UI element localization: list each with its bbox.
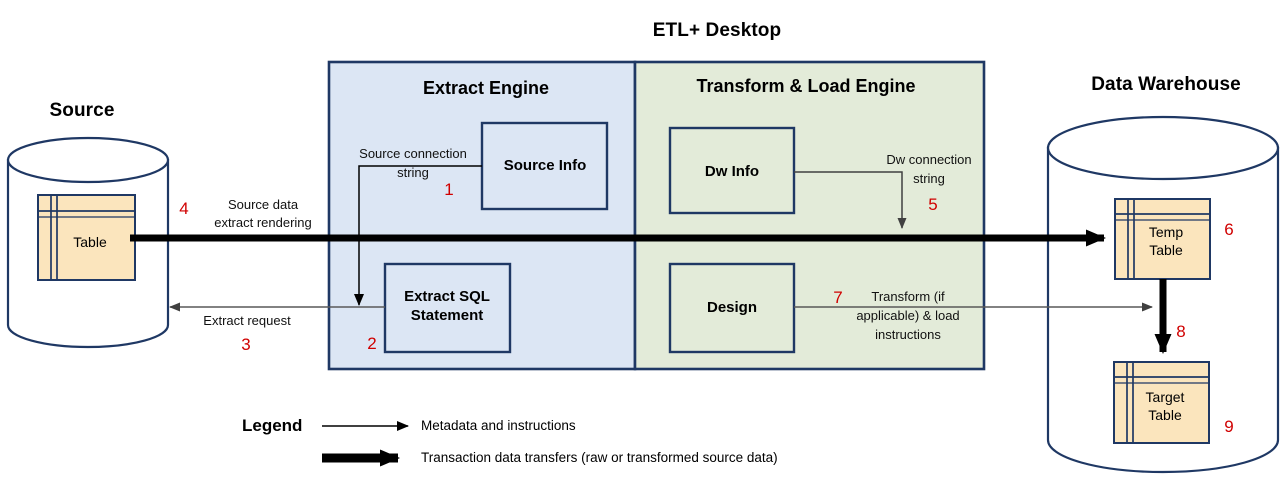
target-table-icon [1113,361,1210,444]
annotation-source-data-line2: extract rendering [214,215,312,230]
transform-load-engine-panel [633,60,986,371]
step-number-2: 2 [367,334,377,353]
temp-table-icon [1114,198,1211,280]
extract-sql-statement-box [383,262,512,354]
transform-load-engine-title: Transform & Load Engine [696,76,916,96]
connector-source-connection-string [354,165,482,306]
extract-sql-statement-label: Extract SQL Statement [404,288,490,324]
step-number-3: 3 [241,335,251,354]
step-number-8: 8 [1176,322,1186,341]
source-table-icon [37,194,136,281]
extract-engine-title: Extract Engine [422,78,550,98]
annotation-transform-line1: Transform (if [871,289,945,304]
annotation-transform-line2: applicable) & load [856,308,960,323]
legend-item-transaction-label: Transaction data transfers (raw or trans… [421,450,778,465]
annotation-dw-connection-line2: string [913,171,945,186]
extract-engine-panel [327,60,637,371]
annotation-source-connection-line1: Source connection [359,146,467,161]
annotation-extract-request: Extract request [203,313,291,328]
design-box [668,262,796,354]
step-number-5: 5 [928,195,938,214]
dw-info-box [668,126,796,215]
source-table-label: Table [73,234,107,250]
annotation-source-data-line1: Source data [227,197,299,212]
legend-title: Legend [242,416,303,435]
page-title: ETL+ Desktop [652,20,782,41]
source-title: Source [49,100,115,121]
legend-item-metadata-label: Metadata and instructions [421,418,576,433]
temp-table-label: Temp Table [1148,224,1184,258]
annotation-transform-line3: instructions [875,327,941,342]
step-number-9: 9 [1224,417,1234,436]
dw-info-label: Dw Info [704,163,760,180]
annotation-source-connection-line2: string [397,165,429,180]
design-label: Design [706,299,758,316]
annotation-dw-connection-line1: Dw connection [886,152,972,167]
step-number-6: 6 [1224,220,1234,239]
connector-dw-connection-string [794,171,907,229]
step-number-1: 1 [444,180,454,199]
step-number-7: 7 [833,288,843,307]
data-warehouse-title: Data Warehouse [1091,74,1241,95]
source-info-label: Source Info [503,157,587,174]
target-table-label: Target Table [1145,389,1185,423]
step-number-4: 4 [179,199,189,218]
